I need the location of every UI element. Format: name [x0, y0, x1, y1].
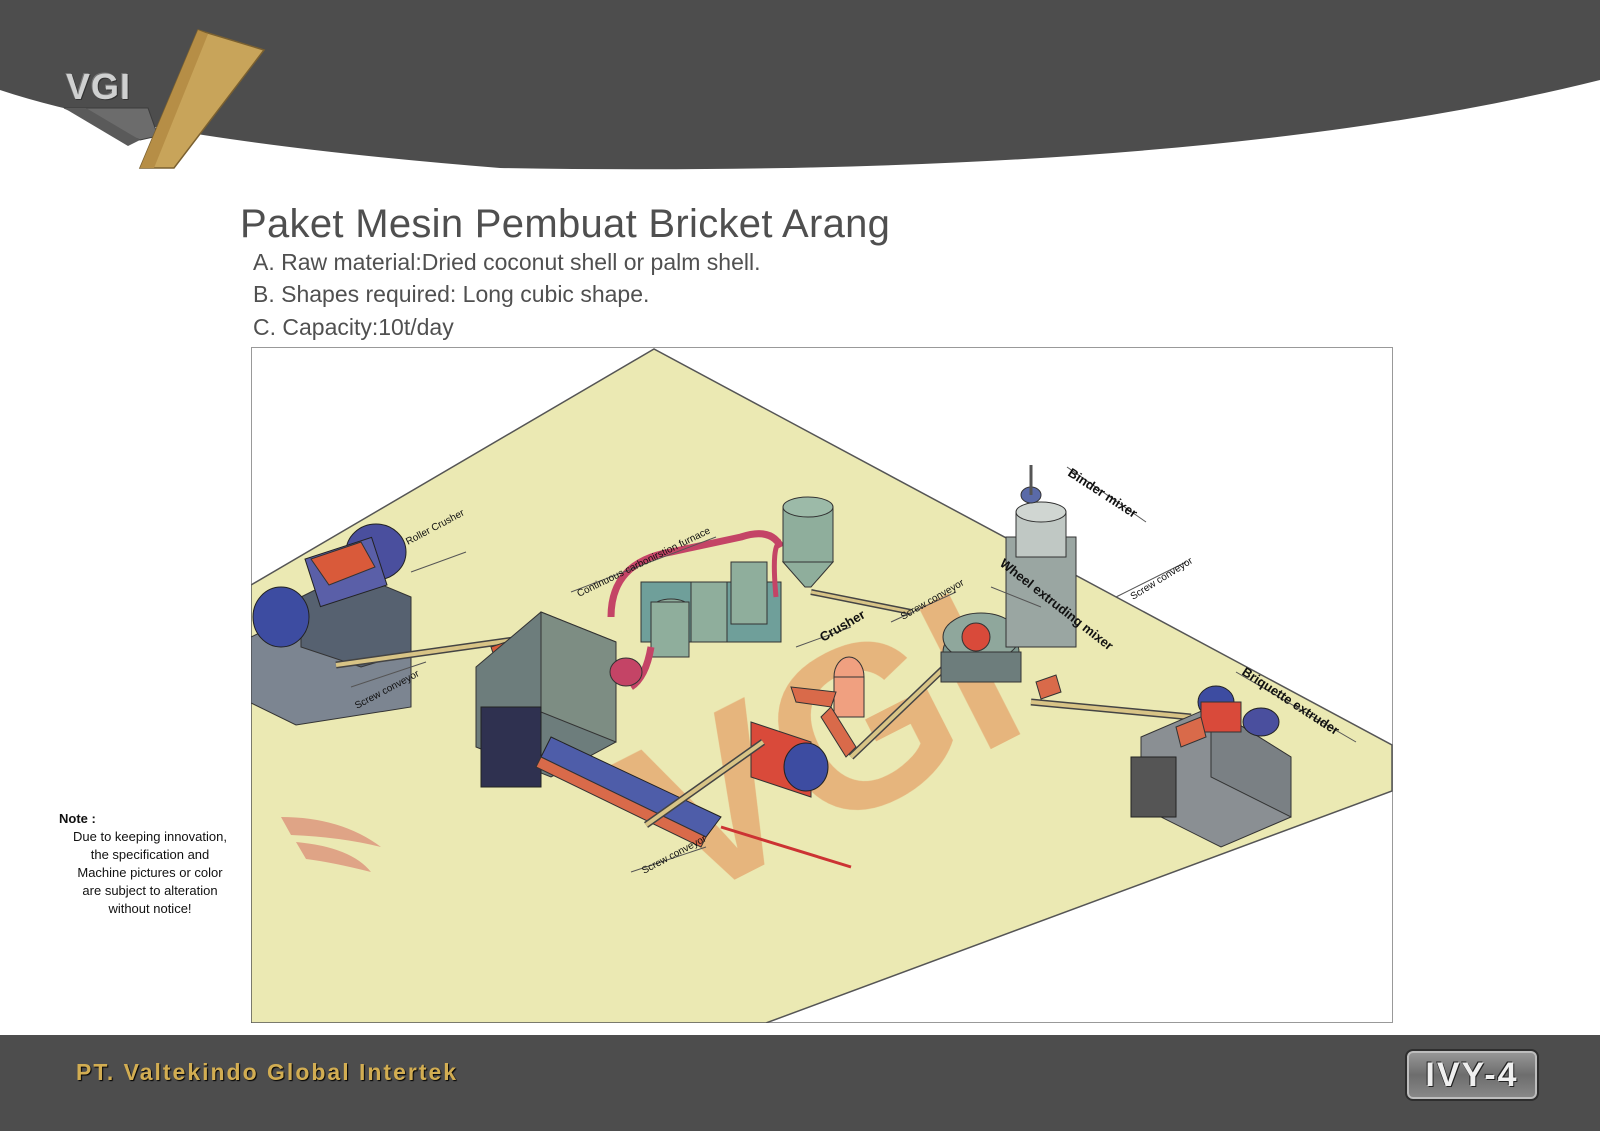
- note-title: Note :: [59, 811, 96, 826]
- footer-bar: PT. Valtekindo Global Intertek IVY-4: [0, 1035, 1600, 1131]
- spec-capacity: C. Capacity:10t/day: [253, 314, 454, 340]
- note-body: Due to keeping innovation, the specifica…: [73, 829, 227, 916]
- page-code: IVY-4: [1425, 1056, 1519, 1094]
- production-line-diagram: VGI: [251, 347, 1393, 1023]
- binder-mixer: [1005, 465, 1077, 648]
- floor-plane: [251, 348, 1393, 1023]
- page-code-badge: IVY-4: [1405, 1049, 1539, 1101]
- screw-conveyor-2: [643, 739, 766, 828]
- spec-shape: B. Shapes required: Long cubic shape.: [253, 281, 650, 307]
- header-banner: [0, 0, 1600, 170]
- page-title: Paket Mesin Pembuat Bricket Arang: [240, 202, 891, 246]
- company-name: PT. Valtekindo Global Intertek: [76, 1059, 459, 1085]
- spec-raw-material: A. Raw material:Dried coconut shell or p…: [253, 249, 761, 275]
- briquette-extruder: [1130, 685, 1292, 848]
- roller-crusher: [251, 523, 412, 726]
- silo: [771, 496, 912, 615]
- note-box: Note : Due to keeping innovation, the sp…: [40, 810, 260, 918]
- carbonization-furnace: [475, 530, 785, 848]
- crusher: [720, 656, 865, 869]
- vgi-logo: VGI: [58, 28, 268, 178]
- logo-text: VGI: [66, 66, 132, 107]
